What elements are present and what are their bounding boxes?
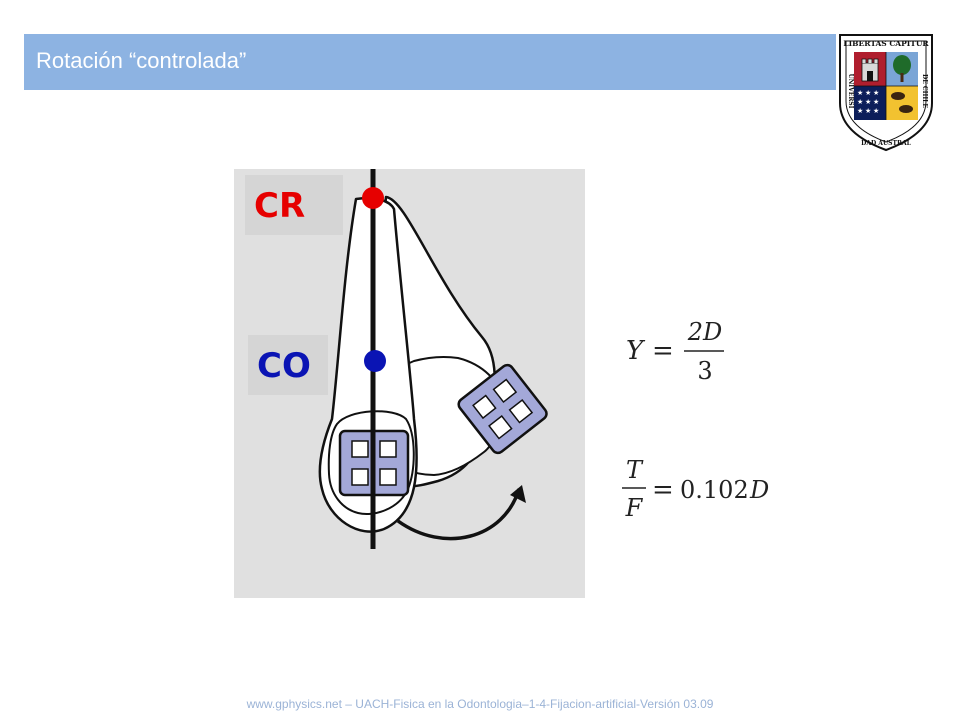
slide-title: Rotación “controlada” [36, 48, 247, 73]
formula-tf-value: 0.102 [680, 476, 749, 504]
bracket-icon [457, 363, 548, 455]
formula-tf-denominator: F [625, 494, 644, 522]
formula-tf-var: D [749, 476, 769, 504]
formula-y-numerator: 2D [687, 318, 723, 346]
svg-text:★: ★ [865, 98, 871, 106]
title-bar: Rotación “controlada” [24, 34, 836, 90]
formula-y-lhs: Y [626, 336, 646, 366]
crest-motto-right: DE CHILE [921, 74, 928, 108]
crest-motto-top: LIBERTAS CAPITUR [843, 39, 929, 48]
co-label: CO [257, 346, 311, 386]
cr-label: CR [254, 186, 306, 226]
diagram-panel: CR CO [234, 169, 585, 598]
svg-text:★: ★ [865, 89, 871, 97]
formula-y-denominator: 3 [697, 357, 712, 385]
cr-label-box: CR [245, 175, 343, 235]
crest-motto-left: UNIVERSI [847, 74, 854, 109]
svg-text:★: ★ [873, 107, 879, 115]
rotation-diagram [318, 169, 548, 549]
svg-text:★: ★ [873, 98, 879, 106]
crest-motto-bottom: DAD AUSTRAL [861, 140, 911, 147]
co-point [364, 350, 386, 372]
rotation-arrow-icon [396, 488, 521, 541]
svg-text:★: ★ [857, 98, 863, 106]
formula-tf-numerator: T [626, 456, 644, 484]
formula-tf-equals: = [652, 475, 674, 505]
formula-tf: T F = 0.102 D [622, 456, 792, 526]
university-crest-icon: LIBERTAS CAPITUR UNIVERSI DAD AUSTRAL DE… [839, 34, 933, 152]
co-label-box: CO [248, 335, 328, 395]
formula-y: Y = 2D 3 [624, 316, 744, 386]
svg-text:★: ★ [857, 107, 863, 115]
svg-text:★: ★ [865, 107, 871, 115]
footer-credit: www.gphysics.net – UACH-Fisica en la Odo… [246, 697, 714, 711]
formula-y-equals: = [652, 336, 674, 366]
cr-point [362, 187, 384, 209]
svg-text:★: ★ [857, 89, 863, 97]
svg-text:★: ★ [873, 89, 879, 97]
